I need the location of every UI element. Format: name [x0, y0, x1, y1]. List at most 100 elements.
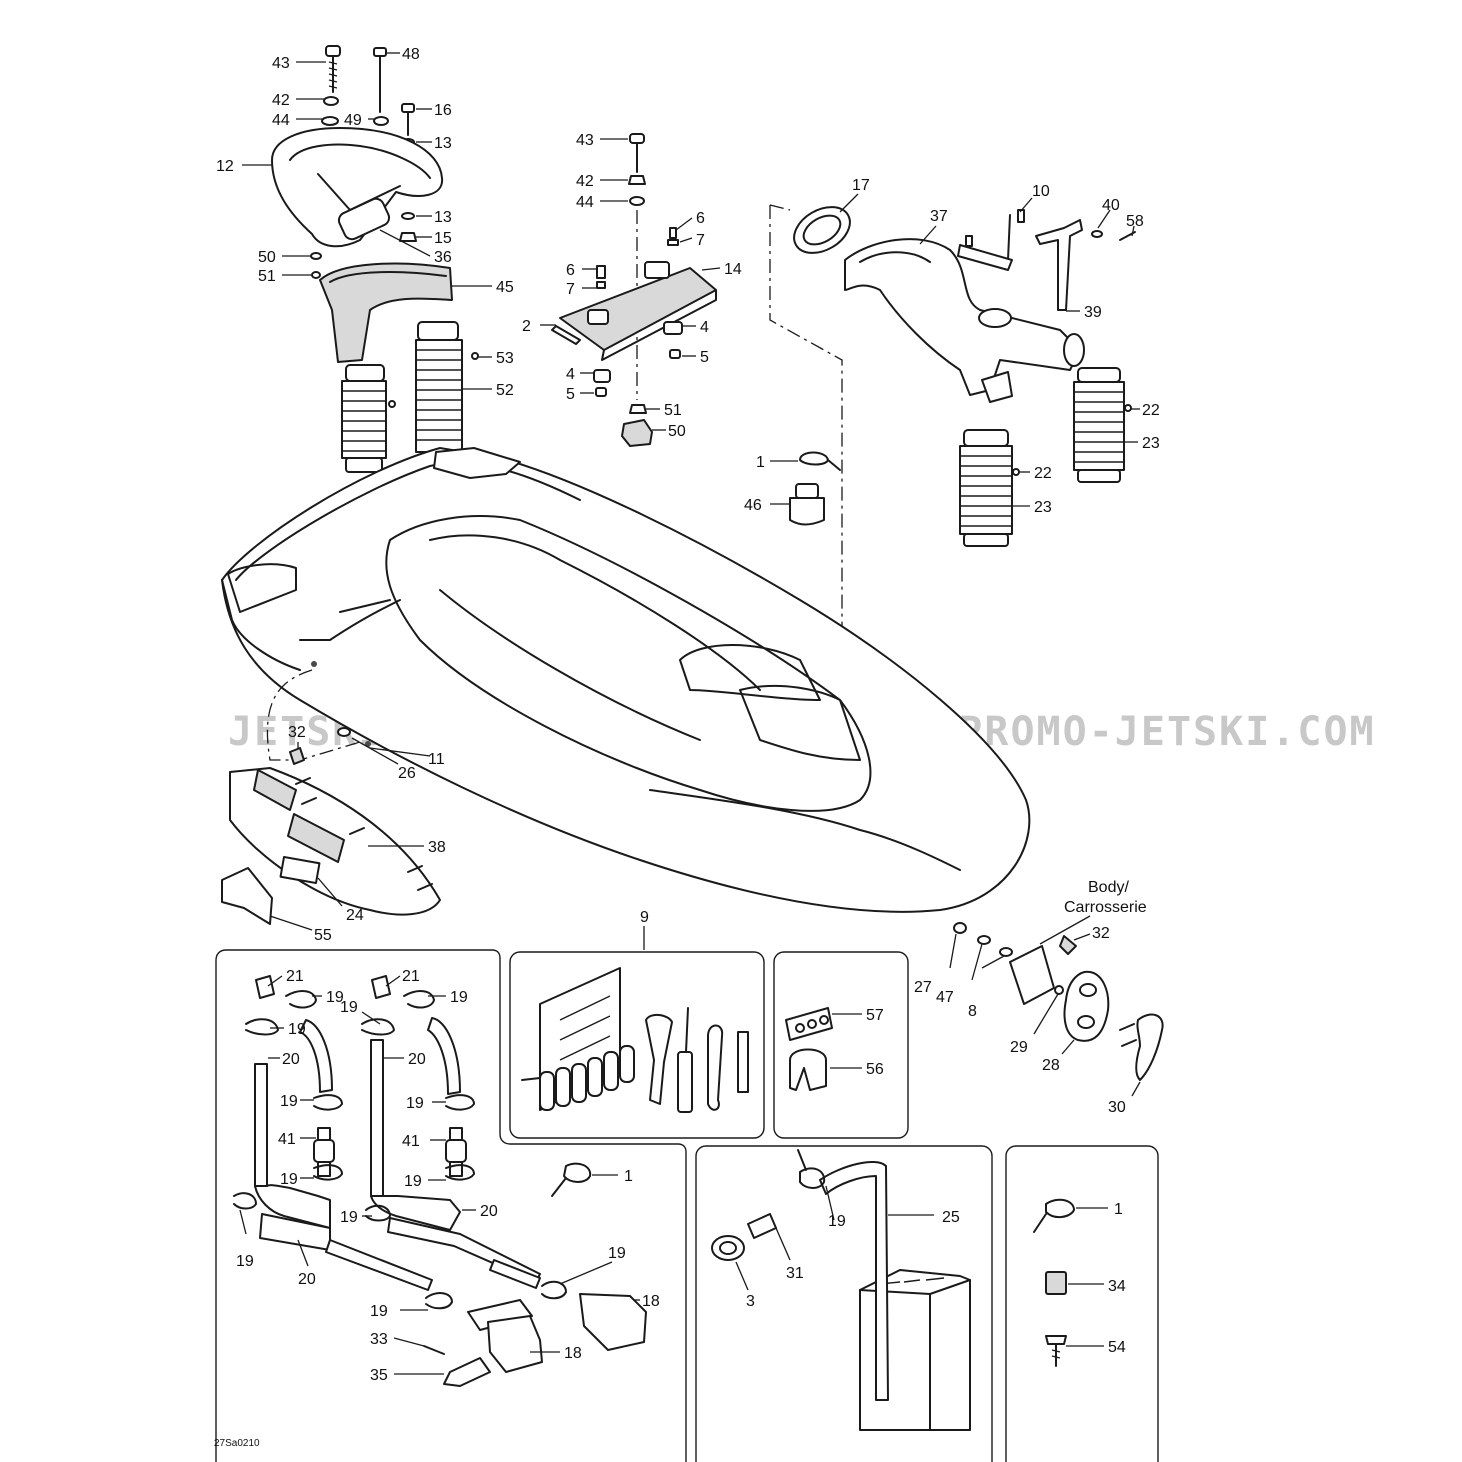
callout-51: 51	[664, 402, 682, 419]
callout-38: 38	[428, 839, 446, 856]
hose-lines	[233, 975, 647, 1387]
callout-22: 22	[1034, 465, 1052, 482]
callout-7: 7	[696, 232, 705, 249]
callout-41: 41	[402, 1133, 420, 1150]
callout-18: 18	[564, 1345, 582, 1362]
callout-29: 29	[1010, 1039, 1028, 1056]
callout-3: 3	[746, 1293, 755, 1310]
callout-19: 19	[288, 1021, 306, 1038]
callout-47: 47	[936, 989, 954, 1006]
callout-6: 6	[696, 210, 705, 227]
callout-18: 18	[642, 1293, 660, 1310]
hardware-box	[1005, 1145, 1159, 1462]
callout-58: 58	[1126, 213, 1144, 230]
callout-19: 19	[608, 1245, 626, 1262]
callout-37: 37	[930, 208, 948, 225]
leader-lines	[239, 52, 1141, 1375]
callout-48: 48	[402, 46, 420, 63]
callout-24: 24	[346, 907, 364, 924]
callout-19: 19	[370, 1303, 388, 1320]
callout-42: 42	[272, 92, 290, 109]
side-panel-assembly	[221, 669, 441, 925]
callout-40: 40	[1102, 197, 1120, 214]
diagram-code: 27Sa0210	[214, 1438, 260, 1449]
callout-56: 56	[866, 1061, 884, 1078]
callout-32: 32	[1092, 925, 1110, 942]
callout-1: 1	[1114, 1201, 1123, 1218]
callout-21: 21	[402, 968, 420, 985]
callout-20: 20	[480, 1203, 498, 1220]
callout-1: 1	[624, 1168, 633, 1185]
hose-assembly	[769, 204, 1136, 740]
callout-15: 15	[434, 230, 452, 247]
body-label-line1: Body/	[1088, 879, 1129, 896]
callout-49: 49	[344, 112, 362, 129]
handle-assembly	[271, 45, 479, 473]
clips-box	[773, 951, 909, 1139]
callout-57: 57	[866, 1007, 884, 1024]
callout-43: 43	[576, 132, 594, 149]
callout-36: 36	[434, 249, 452, 266]
callout-19: 19	[340, 999, 358, 1016]
callout-35: 35	[370, 1367, 388, 1384]
watercraft-hull	[221, 447, 1031, 913]
callout-50: 50	[258, 249, 276, 266]
callout-20: 20	[282, 1051, 300, 1068]
callout-33: 33	[370, 1331, 388, 1348]
callout-25: 25	[942, 1209, 960, 1226]
callout-4: 4	[700, 319, 709, 336]
callout-52: 52	[496, 382, 514, 399]
callout-55: 55	[314, 927, 332, 944]
clips	[785, 1007, 833, 1091]
callout-31: 31	[786, 1265, 804, 1282]
callout-23: 23	[1034, 499, 1052, 516]
callout-5: 5	[700, 349, 709, 366]
callout-6: 6	[566, 262, 575, 279]
callout-41: 41	[278, 1131, 296, 1148]
callout-34: 34	[1108, 1278, 1126, 1295]
battery-box	[695, 1145, 993, 1462]
callout-2: 2	[522, 318, 531, 335]
callout-26: 26	[398, 765, 416, 782]
callout-19: 19	[326, 989, 344, 1006]
hardware	[1033, 1198, 1075, 1367]
battery-and-vent	[711, 1149, 971, 1431]
clamp-1-box-a	[551, 1162, 592, 1197]
callout-labels: 43 48 42 44 49 16 13 12 13 15 36 50 51 4…	[216, 46, 1160, 1384]
callout-20: 20	[408, 1051, 426, 1068]
callout-42: 42	[576, 173, 594, 190]
callout-51: 51	[258, 268, 276, 285]
callout-44: 44	[576, 194, 594, 211]
callout-44: 44	[272, 112, 290, 129]
tool-kit	[521, 967, 749, 1113]
callout-46: 46	[744, 497, 762, 514]
callout-21: 21	[286, 968, 304, 985]
callout-9: 9	[640, 909, 649, 926]
callout-19: 19	[828, 1213, 846, 1230]
tool-kit-box	[509, 951, 765, 1139]
callout-28: 28	[1042, 1057, 1060, 1074]
hoses-box	[215, 949, 687, 1462]
callout-19: 19	[340, 1209, 358, 1226]
callout-50: 50	[668, 423, 686, 440]
body-label-line2: Carrosserie	[1064, 899, 1147, 916]
callout-19: 19	[280, 1093, 298, 1110]
callout-19: 19	[280, 1171, 298, 1188]
callout-14: 14	[724, 261, 742, 278]
callout-12: 12	[216, 158, 234, 175]
callout-13: 13	[434, 209, 452, 226]
callout-23: 23	[1142, 435, 1160, 452]
callout-22: 22	[1142, 402, 1160, 419]
callout-53: 53	[496, 350, 514, 367]
bracket-assembly	[551, 133, 717, 447]
callout-5: 5	[566, 386, 575, 403]
callout-10: 10	[1032, 183, 1050, 200]
callout-43: 43	[272, 55, 290, 72]
callout-20: 20	[298, 1271, 316, 1288]
callout-19: 19	[406, 1095, 424, 1112]
callout-7: 7	[566, 281, 575, 298]
callout-30: 30	[1108, 1099, 1126, 1116]
callout-1: 1	[756, 454, 765, 471]
callout-13: 13	[434, 135, 452, 152]
